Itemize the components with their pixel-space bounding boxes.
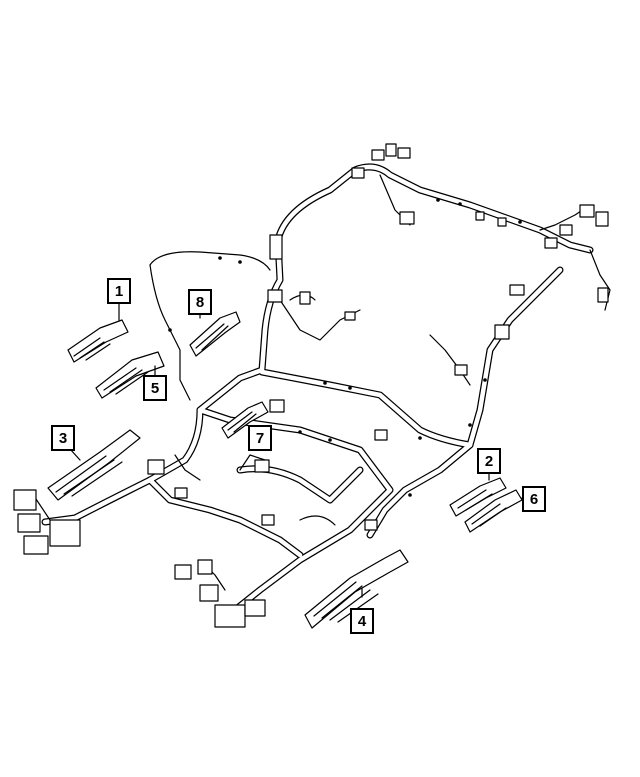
connector-cluster-right [494,204,609,340]
harness-clips [168,198,522,497]
part-7 [221,401,269,439]
part-5 [95,351,165,399]
part-1 [67,301,129,363]
callout-6: 6 [522,486,546,512]
part-2 [449,472,507,517]
connector-clusters [13,143,609,628]
callout-7: 7 [248,425,272,451]
part-4 [304,549,409,629]
connector-cluster-left [13,489,81,555]
callout-2: 2 [477,448,501,474]
connector-cluster-center [267,234,468,441]
callout-3: 3 [51,425,75,451]
connector-cluster-top [351,143,507,227]
part-8 [189,311,241,357]
callout-4: 4 [350,608,374,634]
connector-cluster-bottom [174,559,266,628]
callout-5: 5 [143,375,167,401]
callout-8: 8 [188,289,212,315]
connector-cluster-lower-center [147,459,378,531]
callout-1: 1 [107,278,131,304]
main-harness [41,163,594,614]
part-3 [47,429,141,501]
